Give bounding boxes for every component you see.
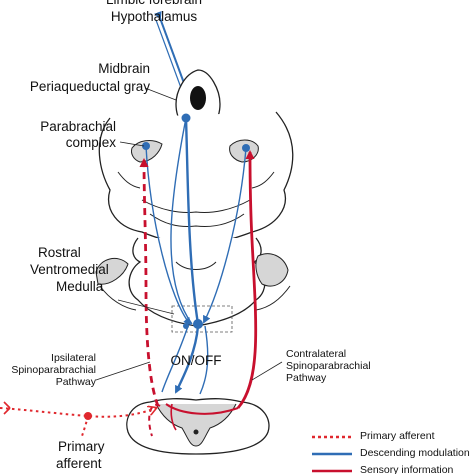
label-midbrain: Midbrain (98, 61, 150, 76)
ascending-sensory-pathways (139, 150, 258, 437)
label-contra-spinoparabrachial: Spinoparabrachial (286, 360, 371, 372)
legend-label: Descending modulation (360, 447, 470, 459)
legend-label: Sensory information (360, 464, 454, 474)
label-medulla: Medulla (56, 279, 104, 294)
legend-item-descending-modulation: Descending modulation (308, 447, 474, 461)
legend-item-primary-afferent: Primary afferent (308, 430, 474, 444)
medulla-left-nucleus (95, 257, 129, 285)
rvm-region (171, 305, 233, 333)
label-ventromedial: Ventromedial (30, 262, 109, 277)
label-periaqueductal-gray: Periaqueductal gray (29, 79, 150, 94)
leader-lines (95, 87, 283, 381)
label-hypothalamus: Hypothalamus (110, 9, 198, 24)
label-ipsi-spinoparabrachial: Spinoparabrachial (11, 364, 96, 376)
label-on-off: ON/OFF (170, 353, 222, 368)
legend-label: Primary afferent (360, 430, 435, 442)
legend-item-sensory-information: Sensory information (308, 464, 474, 474)
contralateral-pathway (236, 150, 258, 409)
label-ipsilateral: Ipsilateral (51, 352, 96, 364)
primary-afferent-pathway (0, 401, 156, 437)
descending-nuclei (142, 113, 250, 329)
label-parabrachial: Parabrachial (40, 119, 116, 134)
legend: Primary afferent Descending modulation S… (308, 430, 474, 474)
label-primary: Primary (58, 439, 105, 454)
pons-section (98, 111, 294, 251)
spinal-cord-section (126, 398, 270, 455)
label-contra-pathway: Pathway (286, 372, 327, 384)
label-contralateral: Contralateral (286, 348, 347, 360)
label-afferent: afferent (56, 456, 102, 471)
label-complex: complex (65, 135, 116, 150)
label-rostral: Rostral (38, 245, 81, 260)
medulla-right-nucleus (255, 253, 289, 287)
legend-swatches (312, 435, 352, 473)
label-limbic-forebrain: Limbic forebrain (84, 0, 224, 8)
label-ipsi-pathway: Pathway (55, 376, 96, 388)
descending-modulation-pathways (145, 117, 247, 395)
